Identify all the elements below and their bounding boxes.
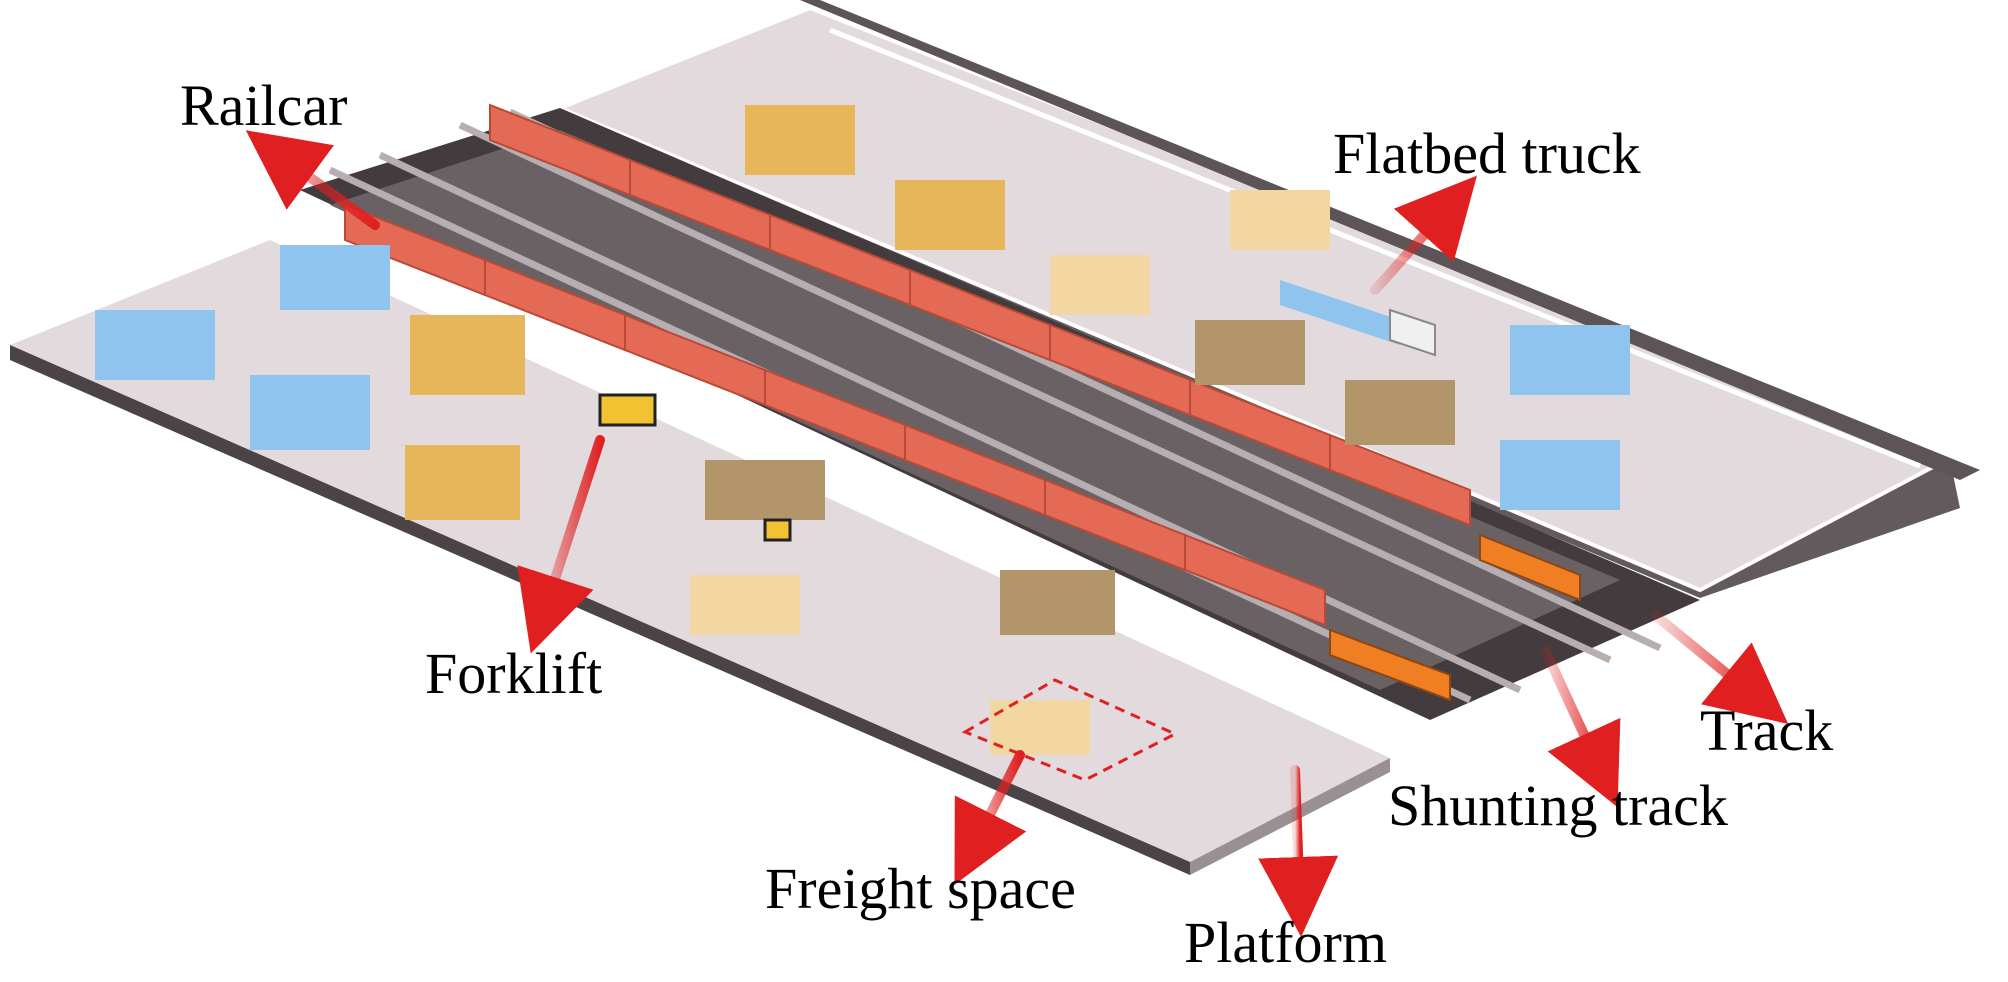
pallet-icon (405, 445, 520, 520)
pallet-icon (250, 375, 370, 450)
pallet-icon (1050, 255, 1150, 315)
arrow-icon (1370, 175, 1477, 295)
locomotives (1329, 533, 1581, 702)
locomotive-icon (1479, 533, 1581, 602)
pallet-icon (1510, 325, 1630, 395)
pallet-icon (95, 310, 215, 380)
freight-space-outline (961, 678, 1179, 782)
pallet-icon (745, 105, 855, 175)
callout-arrows (245, 130, 1789, 937)
pallet-icon (990, 700, 1090, 755)
pallet-icon (1000, 570, 1115, 635)
pallet-icon (690, 575, 800, 635)
arrow-icon (954, 750, 1027, 885)
label-platform: Platform (1184, 910, 1387, 975)
label-railcar: Railcar (180, 73, 348, 138)
arrow-icon (1650, 610, 1789, 724)
arrow-icon (1540, 645, 1621, 808)
railcars (344, 103, 1471, 627)
pallet-icon (705, 460, 825, 520)
arrow-icon (517, 435, 605, 654)
railcar-icon (1184, 533, 1326, 627)
pallet-icon (895, 180, 1005, 250)
cargo-pallets (95, 105, 1630, 755)
label-track: Track (1700, 698, 1834, 763)
forklift-icon (598, 393, 792, 542)
label-forklift: Forklift (425, 641, 603, 706)
railcar-icon (1329, 433, 1471, 527)
label-flatbed-truck: Flatbed truck (1333, 121, 1641, 186)
arrow-icon (245, 130, 380, 230)
pallet-icon (1500, 440, 1620, 510)
pallet-icon (1195, 320, 1305, 385)
label-shunting-track: Shunting track (1388, 773, 1728, 838)
locomotive-icon (1329, 628, 1451, 702)
arrow-icon (1258, 765, 1339, 937)
pallet-icon (1345, 380, 1455, 445)
label-freight-space: Freight space (765, 856, 1076, 921)
flatbed-truck-icon (1280, 280, 1436, 357)
pallet-icon (280, 245, 390, 310)
pallet-icon (1230, 190, 1330, 250)
pallet-icon (410, 315, 525, 395)
